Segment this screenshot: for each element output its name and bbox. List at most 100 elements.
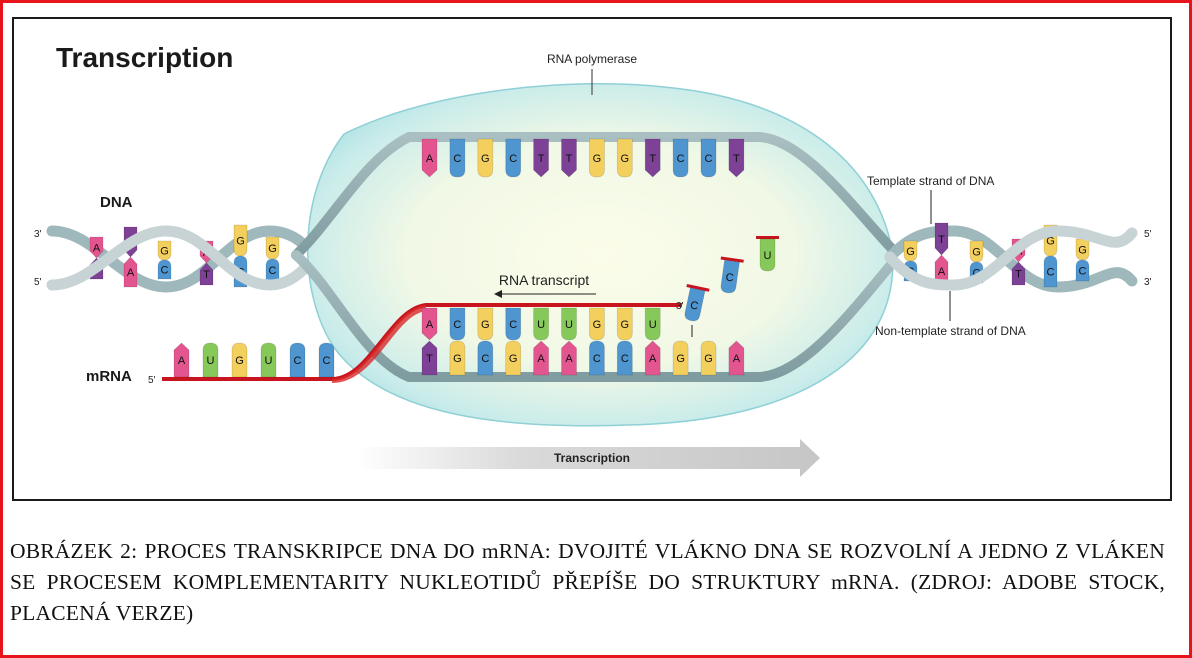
transcript-base-5-letter: U [565, 319, 573, 331]
rna-strand-ribbon [332, 305, 426, 383]
coding-base-3: C [505, 138, 522, 178]
transcript-base-0-shape [421, 307, 438, 341]
template-base-0-shape [421, 340, 438, 376]
free-nucleotide-1: C [720, 259, 740, 294]
free-nucleotide-0-shape [684, 287, 706, 322]
transcript-base-4: U [533, 307, 549, 341]
transcript-base-5: U [561, 307, 577, 341]
coding-base-7: G [616, 138, 633, 178]
mrna-base-1-letter: U [207, 355, 215, 367]
mrna-base-5: C [318, 342, 335, 378]
coding-base-7-letter: G [621, 153, 630, 165]
template-base-5-letter: A [565, 353, 573, 365]
mrna-base-0: A [173, 342, 190, 378]
right-helix-base-bottom-5-letter: C [1079, 266, 1087, 278]
right-helix-base-top-2: G [969, 240, 984, 263]
template-base-2: C [477, 340, 494, 376]
template-base-10: G [700, 340, 717, 376]
mrna-base-4-shape [289, 342, 306, 378]
coding-base-2: G [477, 138, 494, 178]
transcription-diagram: Transcription RNA polymerase DNA 3' 5' 5… [34, 42, 1152, 477]
mrna-base-4: C [289, 342, 306, 378]
mrna-base-3-letter: U [265, 355, 273, 367]
right-helix-base-top-0-letter: G [906, 246, 915, 258]
right-helix-strand-b [884, 225, 1138, 291]
right-top-end-label: 5' [1144, 229, 1152, 240]
template-base-11-letter: A [733, 353, 741, 365]
template-base-7: C [616, 340, 633, 376]
free-nucleotide-bar-2 [756, 236, 779, 239]
template-base-0-letter: T [426, 353, 433, 365]
template-base-0: T [421, 340, 438, 376]
coding-base-6: G [589, 138, 605, 178]
transcription-direction-label: Transcription [554, 451, 630, 465]
free-nucleotide-0-letter: C [689, 299, 699, 312]
template-base-1: G [449, 340, 466, 376]
diagram-title: Transcription [56, 42, 233, 73]
transcript-base-3: C [505, 307, 522, 341]
template-base-1-letter: G [453, 353, 462, 365]
coding-base-2-letter: G [481, 153, 490, 165]
left-helix-base-top-2-shape [157, 240, 172, 261]
left-helix-base-top-5: G [265, 236, 280, 260]
coding-base-10-shape [700, 138, 717, 178]
right-helix-base-top-1-shape [934, 222, 949, 256]
coding-base-2-shape [477, 138, 494, 178]
transcript-base-6-letter: G [593, 319, 602, 331]
coding-base-10-letter: C [705, 153, 713, 165]
transcription-figure: Transcription RNA polymerase DNA 3' 5' 5… [12, 17, 1172, 501]
template-base-2-shape [477, 340, 494, 376]
transcript-base-0-letter: A [426, 319, 434, 331]
template-base-6-shape [589, 340, 605, 376]
right-helix-base-bottom-5-shape [1075, 259, 1090, 282]
left-helix-base-bottom-3-letter: T [203, 269, 210, 281]
template-base-3-shape [505, 340, 522, 376]
coding-base-8-shape [644, 138, 661, 178]
mrna-base-2-shape [231, 342, 248, 378]
template-strand-backbone [291, 250, 899, 382]
left-helix-base-top-4-letter: G [236, 236, 245, 248]
template-base-7-shape [616, 340, 633, 376]
left-helix-base-bottom-3-shape [199, 262, 214, 286]
right-helix-base-top-1: T [934, 222, 949, 256]
template-strand-label: Template strand of DNA [867, 174, 994, 188]
coding-base-6-letter: G [593, 153, 602, 165]
mrna-five-prime-label: 5' [148, 375, 156, 386]
transcript-base-8: U [644, 307, 661, 341]
left-bottom-end-label: 5' [34, 277, 42, 288]
right-helix-base-bottom-3-shape [1011, 261, 1026, 286]
coding-base-1: C [449, 138, 466, 178]
template-base-4: A [533, 340, 549, 376]
template-base-4-shape [533, 340, 549, 376]
template-base-11: A [728, 340, 745, 376]
coding-base-3-letter: C [509, 153, 517, 165]
right-helix-base-top-2-letter: G [972, 247, 981, 259]
coding-base-9: C [672, 138, 689, 178]
left-helix-base-top-5-shape [265, 236, 280, 260]
free-nucleotide-bar-1 [720, 256, 744, 263]
template-base-2-letter: C [481, 353, 489, 365]
mrna-base-2-letter: G [235, 355, 244, 367]
coding-base-11: T [728, 138, 745, 178]
figure-caption: OBRÁZEK 2: PROCES TRANSKRIPCE DNA DO mRN… [10, 539, 1165, 625]
free-nucleotide-1-shape [720, 259, 740, 294]
non-template-strand-label: Non-template strand of DNA [875, 324, 1026, 338]
coding-base-0-shape [421, 138, 438, 178]
transcript-base-4-letter: U [537, 319, 545, 331]
mrna-base-1: U [202, 342, 219, 378]
left-helix-base-top-4: G [233, 224, 248, 257]
left-top-end-label: 3' [34, 229, 42, 240]
free-nucleotide-1-letter: C [725, 271, 735, 284]
mrna-base-5-shape [318, 342, 335, 378]
right-helix-base-top-0-shape [903, 240, 918, 262]
coding-base-1-shape [449, 138, 466, 178]
coding-base-9-letter: C [677, 153, 685, 165]
coding-base-8-letter: T [649, 153, 656, 165]
mrna-base-4-letter: C [294, 355, 302, 367]
template-base-9: G [672, 340, 689, 376]
left-helix-base-bottom-2-letter: C [161, 265, 169, 277]
mrna-base-2: G [231, 342, 248, 378]
transcript-base-1-letter: C [453, 319, 461, 331]
left-helix-base-bottom-5: C [265, 258, 280, 282]
